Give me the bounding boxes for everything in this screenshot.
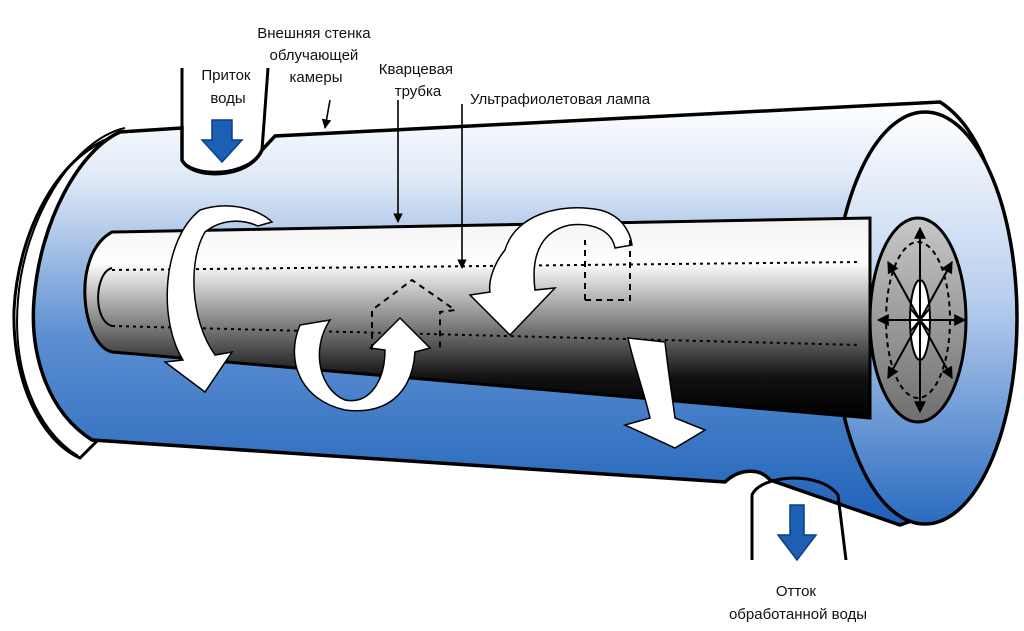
inlet-pipe [180,67,270,176]
uv-lamp-label: Ультрафиолетовая лампа [470,91,651,108]
outlet-pipe [750,476,848,561]
swirl-arrow-2-icon [293,316,432,412]
uv-lamp-outline [111,261,861,346]
swirl-arrow-3-icon [468,207,633,337]
outer-wall-label: Внешняя стенка облучающей камеры [257,25,375,86]
outlet-label: Отток обработанной воды [729,583,867,623]
leader-lines [321,99,467,269]
inlet-flow-arrow-icon [200,119,244,164]
swirl-arrow-1-icon [163,205,274,394]
swirl-arrow-4-icon [622,337,707,449]
outlet-flow-arrow-icon [776,504,818,562]
inlet-label: Приток воды [201,67,254,107]
quartz-tube-label: Кварцевая трубка [379,61,457,100]
lamp-electrode-icon [909,300,931,340]
swirl-arrow-2-hidden [371,278,458,350]
swirl-arrow-3-hidden [584,240,631,301]
